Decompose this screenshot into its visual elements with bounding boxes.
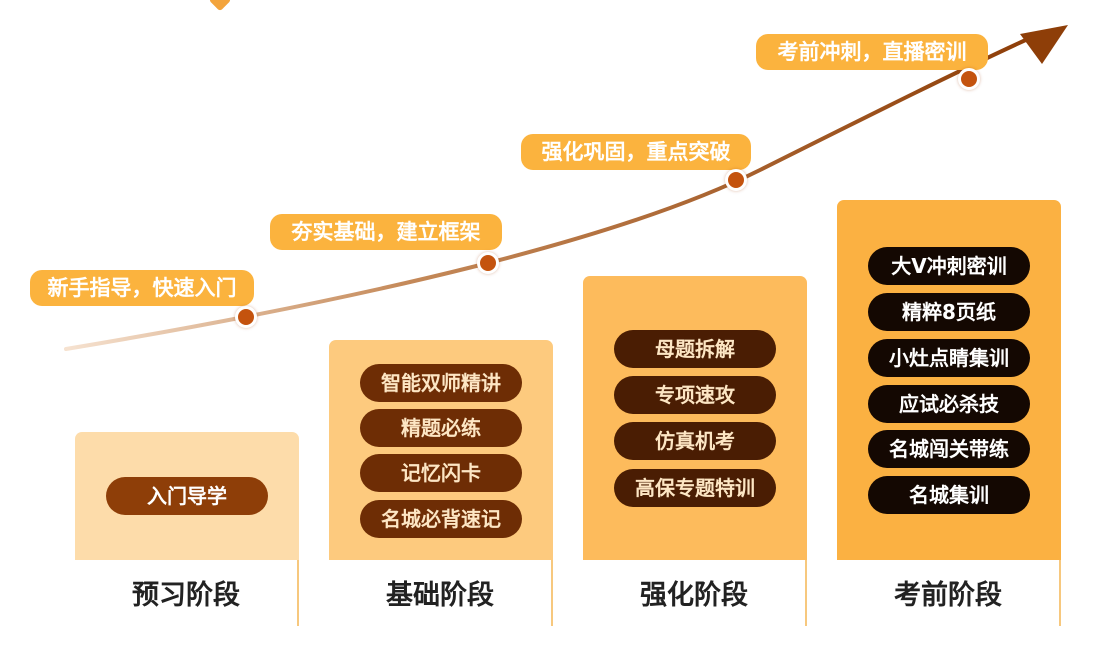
stage-item: 专项速攻 — [614, 376, 776, 414]
stage-item: 精粹8页纸 — [868, 293, 1030, 331]
stage-item: 名城集训 — [868, 476, 1030, 514]
stage-item: 小灶点睛集训 — [868, 339, 1030, 377]
milestone-label-4: 考前冲刺，直播密训 — [756, 34, 988, 70]
stage-title-preview: 预习阶段 — [75, 560, 299, 626]
stage-item: 应试必杀技 — [868, 385, 1030, 423]
stage-title-foundation: 基础阶段 — [329, 560, 553, 626]
curve-line — [64, 36, 1032, 351]
milestone-dot-3 — [725, 169, 747, 191]
stage-item: 智能双师精讲 — [360, 364, 522, 402]
milestone-label-2: 夯实基础，建立框架 — [270, 214, 502, 250]
stage-item: 名城必背速记 — [360, 500, 522, 538]
stage-column-preview: 入门导学 — [75, 432, 299, 560]
stage-item: 名城闯关带练 — [868, 430, 1030, 468]
milestone-dot-4 — [958, 68, 980, 90]
stage-title-intensive: 强化阶段 — [583, 560, 807, 626]
milestone-label-1: 新手指导，快速入门 — [30, 270, 254, 306]
stage-item: 记忆闪卡 — [360, 454, 522, 492]
stage-item: 精题必练 — [360, 409, 522, 447]
stage-item: 仿真机考 — [614, 422, 776, 460]
stage-column-final: 大V冲刺密训 精粹8页纸 小灶点睛集训 应试必杀技 名城闯关带练 名城集训 — [837, 200, 1061, 560]
stage-item: 入门导学 — [106, 477, 268, 515]
stage-column-foundation: 智能双师精讲 精题必练 记忆闪卡 名城必背速记 — [329, 340, 553, 560]
stage-column-intensive: 母题拆解 专项速攻 仿真机考 高保专题特训 — [583, 276, 807, 560]
milestone-dot-1 — [235, 306, 257, 328]
arrow-head-icon — [1020, 25, 1068, 64]
stage-item: 高保专题特训 — [614, 469, 776, 507]
milestone-dot-2 — [477, 252, 499, 274]
stage-item: 大V冲刺密训 — [868, 247, 1030, 285]
stage-title-final: 考前阶段 — [837, 560, 1061, 626]
stage-item: 母题拆解 — [614, 330, 776, 368]
milestone-label-3: 强化巩固，重点突破 — [521, 134, 751, 170]
